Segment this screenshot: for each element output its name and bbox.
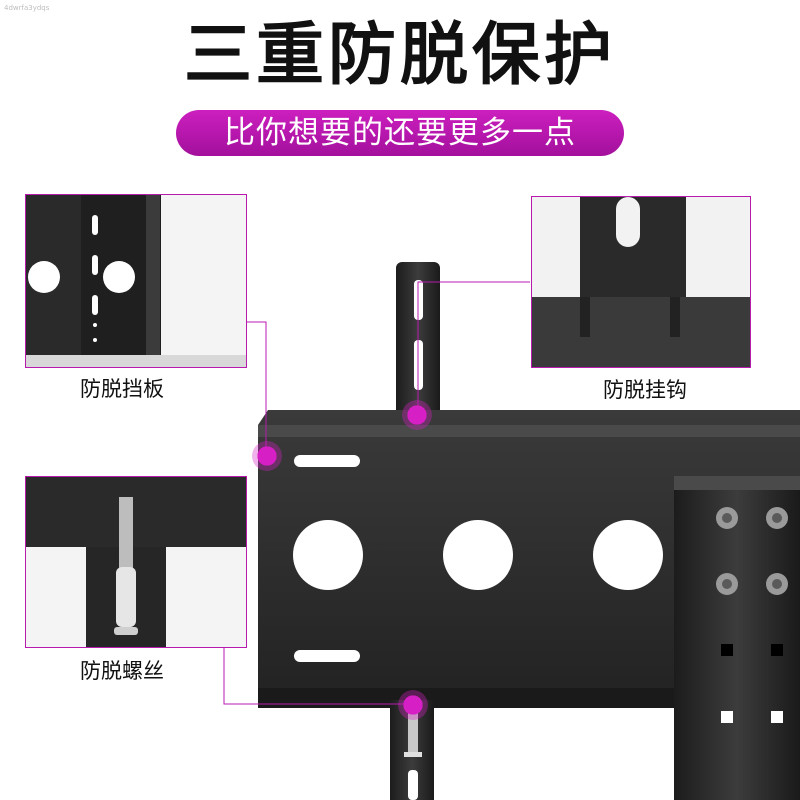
highlight-dot-hook: [402, 400, 432, 430]
subtitle-pill: 比你想要的还要更多一点: [176, 110, 624, 156]
highlight-dot-screw: [398, 690, 428, 720]
highlight-dot-baffle: [252, 441, 282, 471]
callout-box-screw: [25, 476, 247, 648]
wall-plate: [258, 410, 800, 708]
watermark-text: 4dwrfa3ydqs: [4, 4, 50, 12]
connector-hook: [417, 281, 530, 414]
callout-box-baffle: [25, 194, 247, 368]
connector-baffle: [246, 321, 267, 452]
page-title: 三重防脱保护: [183, 16, 616, 95]
caption-hook: 防脱挂钩: [603, 378, 687, 402]
right-arm: [674, 476, 800, 800]
caption-screw: 防脱螺丝: [80, 659, 164, 683]
callout-box-hook: [531, 196, 751, 368]
caption-baffle: 防脱挡板: [80, 377, 164, 401]
